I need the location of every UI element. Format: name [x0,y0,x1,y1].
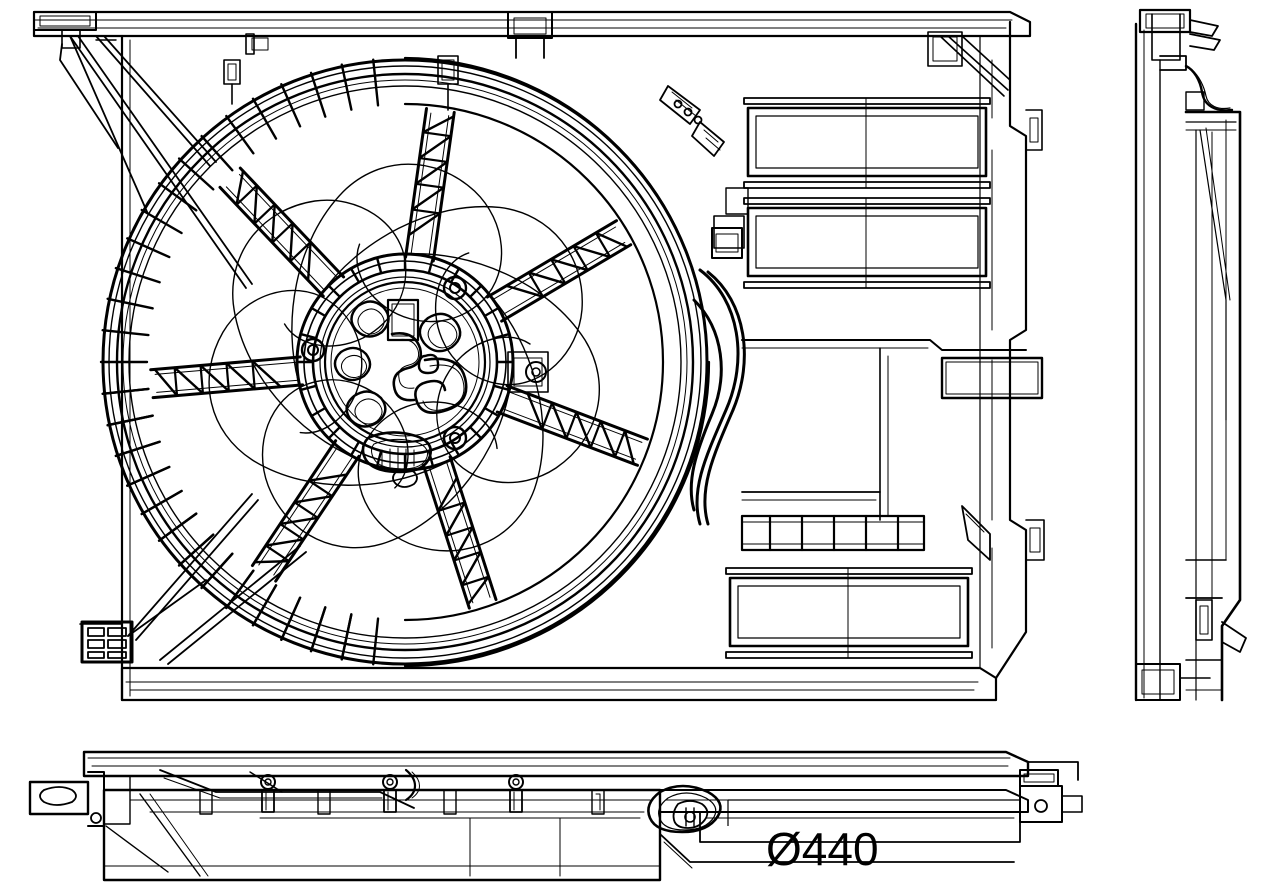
side-view [1134,8,1247,702]
vent-slot-strip [740,514,926,552]
shroud-frame [32,10,1045,702]
stator-bands [102,56,709,364]
motor-boss [333,298,468,488]
louver-panel-upper [743,97,991,189]
hub-bolt-holes [300,275,468,451]
mounting-clip-top [245,11,553,59]
bottom-view [28,750,1083,882]
dimension-line [727,799,1020,826]
wiring-harness [689,268,746,526]
shroud-step [741,339,1027,521]
fan-diameter-dimension-label: Ø440 [766,823,879,875]
electrical-connector [80,620,134,664]
louver-panel-lower [725,567,973,659]
louver-panel-middle [743,197,991,289]
locating-pins [260,774,524,813]
stator-vanes-lower [101,360,711,668]
shroud-boss [223,55,459,111]
corner-brace-upper-right [939,35,1011,97]
front-view [32,10,1045,702]
harness-clip [711,227,743,259]
fan-spokes [149,107,649,610]
corner-brace-lower-left [127,493,307,665]
hub-vent-teeth [295,252,515,472]
recessed-panel [940,356,1044,400]
ring-joint-detail [507,85,991,561]
fan-hub [295,252,515,472]
corner-brace-upper-left [59,35,253,289]
